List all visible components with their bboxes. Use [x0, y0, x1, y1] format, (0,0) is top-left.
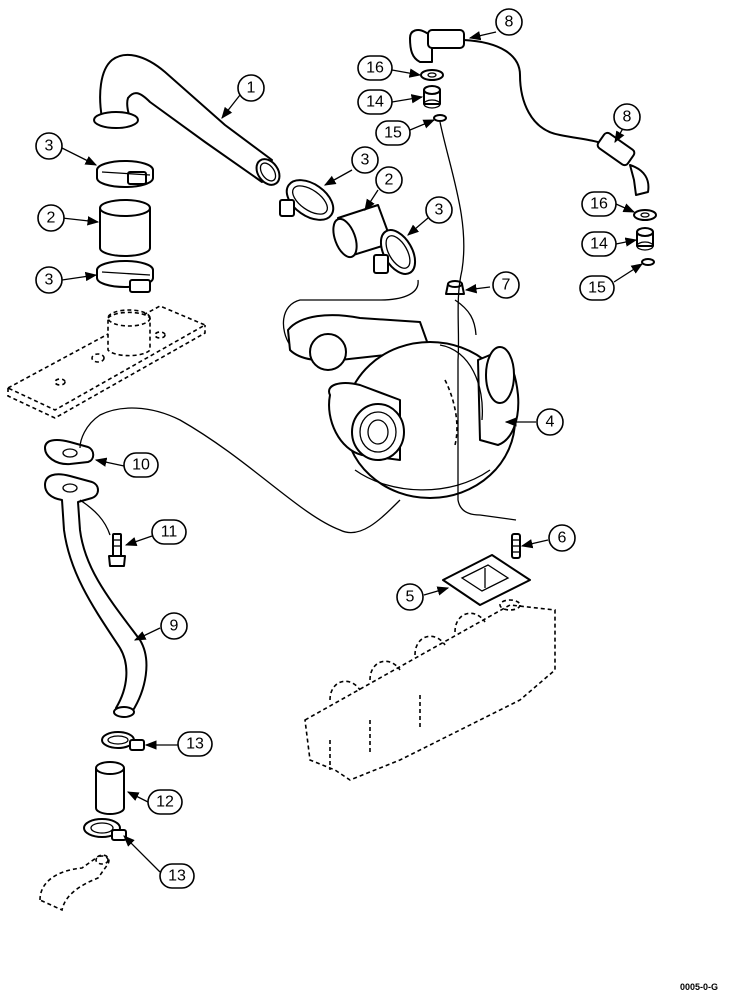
drain-elbow-pipe — [39, 854, 110, 912]
svg-text:11: 11 — [161, 524, 178, 541]
callout-3-left-upper: 3 — [35, 132, 63, 160]
callout-8-upper: 8 — [495, 8, 523, 36]
nut — [445, 280, 465, 295]
svg-text:3: 3 — [361, 152, 370, 169]
fitting-right — [636, 227, 654, 251]
callout-12: 12 — [147, 789, 183, 815]
bolt — [108, 533, 126, 567]
svg-text:6: 6 — [558, 530, 567, 547]
intake-manifold-plate — [6, 305, 207, 419]
fitting-upper — [423, 85, 441, 109]
callout-7: 7 — [492, 271, 520, 299]
assembly-lines — [79, 121, 517, 536]
callout-16-upper: 16 — [357, 55, 393, 81]
svg-text:14: 14 — [590, 236, 608, 253]
svg-text:3: 3 — [45, 138, 54, 155]
svg-text:1: 1 — [247, 80, 256, 97]
intake-hose — [93, 53, 281, 186]
hose-clamp-left-lower — [96, 260, 154, 293]
drain-clamp-lower — [83, 818, 127, 841]
svg-text:14: 14 — [366, 94, 384, 111]
svg-text:2: 2 — [385, 172, 394, 189]
svg-text:13: 13 — [168, 868, 186, 885]
callout-8-right: 8 — [613, 103, 641, 131]
drain-gasket — [44, 439, 95, 466]
exhaust-manifold — [304, 599, 556, 781]
svg-text:15: 15 — [384, 125, 402, 142]
svg-text:8: 8 — [505, 14, 514, 31]
o-ring-upper — [433, 114, 447, 122]
callout-11: 11 — [151, 519, 187, 545]
svg-text:16: 16 — [590, 196, 608, 213]
callout-14-upper: 14 — [357, 89, 393, 115]
callout-2-left: 2 — [37, 204, 65, 232]
svg-text:8: 8 — [623, 109, 632, 126]
callout-13-upper: 13 — [177, 731, 213, 757]
callout-leaders — [61, 31, 643, 873]
callout-15-right: 15 — [579, 275, 615, 301]
callout-16-right: 16 — [581, 191, 617, 217]
o-ring-right — [641, 258, 655, 266]
callout-14-right: 14 — [581, 231, 617, 257]
svg-text:5: 5 — [406, 589, 415, 606]
svg-text:16: 16 — [366, 60, 384, 77]
figure-code: 0005-0-G — [680, 982, 718, 992]
svg-text:3: 3 — [435, 202, 444, 219]
callout-3-left-lower: 3 — [35, 266, 63, 294]
svg-text:4: 4 — [546, 414, 555, 431]
callout-15-upper: 15 — [375, 120, 411, 146]
callout-4: 4 — [536, 408, 564, 436]
callout-3-right-upper: 3 — [351, 146, 379, 174]
svg-text:7: 7 — [502, 277, 511, 294]
svg-text:13: 13 — [186, 736, 204, 753]
callout-2-right: 2 — [375, 166, 403, 194]
callout-10: 10 — [123, 452, 159, 478]
callout-3-right-lower: 3 — [425, 196, 453, 224]
hose-clamp-right-lower — [373, 229, 417, 275]
oil-drain-tube — [44, 473, 148, 718]
oil-supply-line — [409, 29, 650, 196]
callout-5: 5 — [396, 583, 424, 611]
hose-clamp-left-upper — [96, 160, 154, 188]
svg-text:9: 9 — [170, 618, 179, 635]
hose-clamp-right-upper — [279, 179, 335, 221]
turbo-gasket — [442, 554, 531, 606]
callout-9: 9 — [160, 612, 188, 640]
hose-sleeve-left — [99, 199, 151, 257]
drain-clamp-upper — [101, 731, 145, 751]
callout-13-lower: 13 — [159, 863, 195, 889]
callout-6: 6 — [548, 524, 576, 552]
stud — [511, 533, 521, 559]
svg-text:2: 2 — [47, 210, 56, 227]
washer-upper — [420, 69, 444, 81]
callout-1: 1 — [237, 74, 265, 102]
svg-text:15: 15 — [588, 280, 606, 297]
washer-right — [633, 209, 657, 221]
svg-text:12: 12 — [156, 794, 174, 811]
drain-hose — [95, 761, 125, 815]
turbocharger — [287, 314, 520, 499]
svg-text:10: 10 — [132, 457, 150, 474]
svg-text:3: 3 — [45, 272, 54, 289]
